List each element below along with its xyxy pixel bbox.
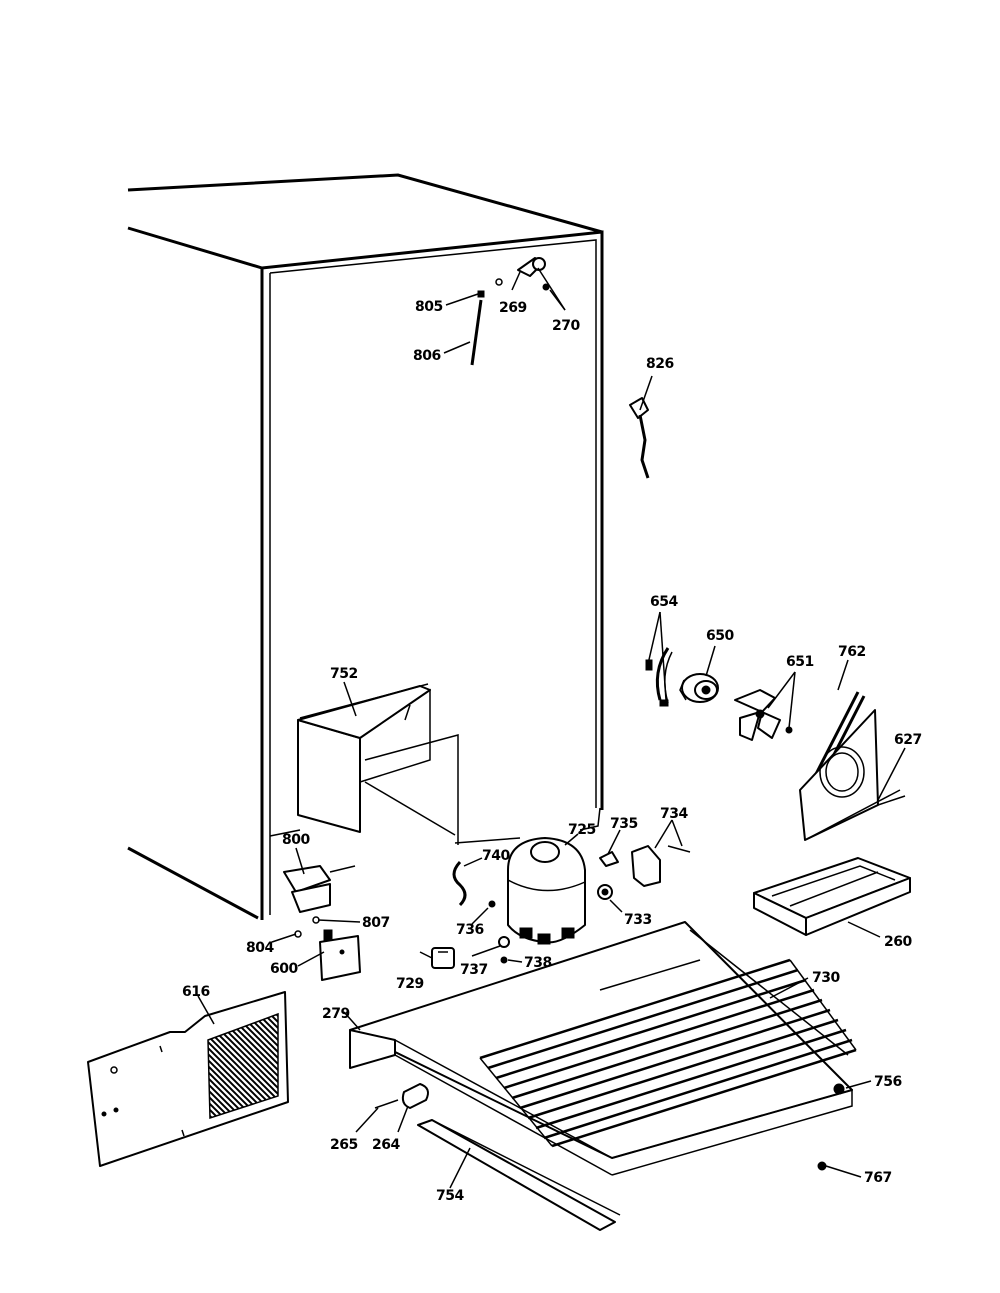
callout-804: 804	[246, 940, 274, 956]
condenser-base-plate	[349, 921, 853, 1176]
callout-767: 767	[864, 1170, 892, 1186]
relay-cover	[319, 929, 361, 981]
callout-729: 729	[396, 976, 424, 992]
sensor-cord	[629, 397, 650, 479]
machine-compartment-cover	[297, 683, 459, 845]
leader-lines	[197, 267, 906, 1189]
callout-762: 762	[838, 644, 866, 660]
callout-752: 752	[330, 666, 358, 682]
base-screws	[817, 1083, 845, 1171]
compressor	[507, 837, 586, 945]
callout-756: 756	[874, 1074, 902, 1090]
callout-651: 651	[786, 654, 814, 670]
callout-738: 738	[524, 955, 552, 971]
harness-clip	[452, 860, 467, 907]
callout-600: 600	[270, 961, 298, 977]
fan-motor	[679, 673, 719, 703]
callout-807: 807	[362, 915, 390, 931]
drain-tube	[470, 290, 485, 366]
base-rail	[417, 1119, 621, 1231]
water-valve	[283, 865, 356, 938]
callout-650: 650	[706, 628, 734, 644]
callout-654: 654	[650, 594, 678, 610]
callout-733: 733	[624, 912, 652, 928]
callout-806: 806	[413, 348, 441, 364]
callout-805: 805	[415, 299, 443, 315]
callout-740: 740	[482, 848, 510, 864]
callout-725: 725	[568, 822, 596, 838]
callout-264: 264	[372, 1137, 400, 1153]
callout-736: 736	[456, 922, 484, 938]
callout-734: 734	[660, 806, 688, 822]
drain-pan	[753, 857, 911, 936]
callout-737: 737	[460, 962, 488, 978]
callout-730: 730	[812, 970, 840, 986]
callout-269: 269	[499, 300, 527, 316]
callout-279: 279	[322, 1006, 350, 1022]
cabinet	[127, 173, 604, 920]
callout-260: 260	[884, 934, 912, 950]
condenser-coil	[479, 958, 857, 1148]
capacitor	[431, 947, 455, 969]
callout-265: 265	[330, 1137, 358, 1153]
callout-735: 735	[610, 816, 638, 832]
drain-fitting	[374, 1083, 429, 1109]
callout-labels: 805 806 269 270 826 654 650 651 762 627 …	[182, 299, 922, 1204]
mounting-grommets	[498, 936, 510, 964]
callout-826: 826	[646, 356, 674, 372]
fan-blade	[734, 689, 793, 741]
fan-shroud	[799, 709, 906, 841]
callout-627: 627	[894, 732, 922, 748]
callout-800: 800	[282, 832, 310, 848]
callout-754: 754	[436, 1188, 464, 1204]
callout-616: 616	[182, 984, 210, 1000]
rear-access-panel	[87, 991, 289, 1167]
callout-270: 270	[552, 318, 580, 334]
